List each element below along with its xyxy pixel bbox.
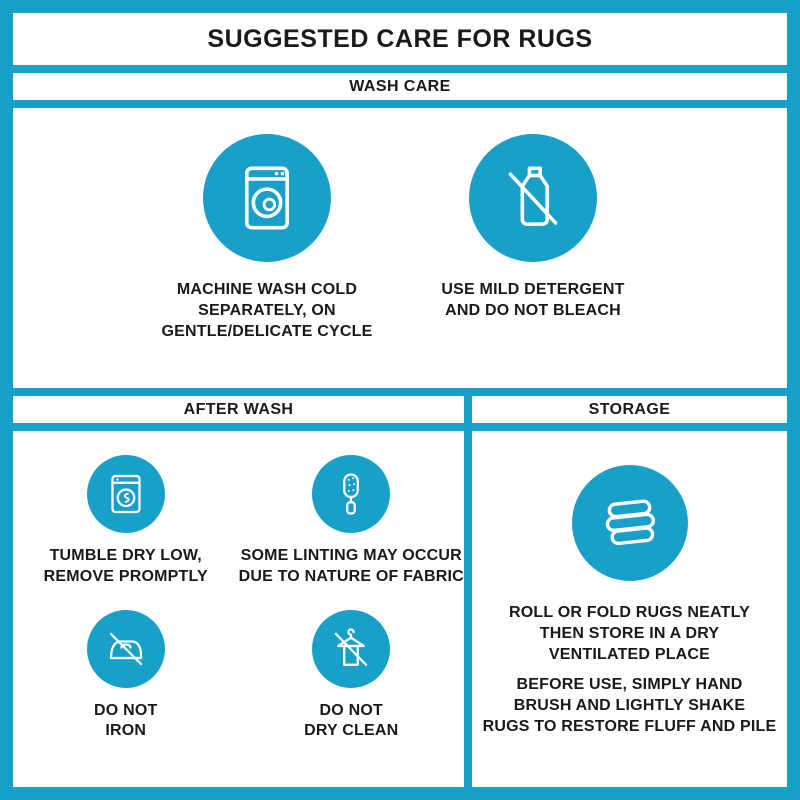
washing-machine-icon	[203, 134, 331, 262]
wash-care-header: WASH CARE	[13, 73, 787, 100]
no-dry-clean-icon	[312, 609, 391, 688]
storage-header: STORAGE	[472, 396, 787, 423]
title-bar: SUGGESTED CARE FOR RUGS	[13, 13, 787, 65]
no-bleach-detergent-icon	[469, 134, 597, 262]
tumble-dry-caption: TUMBLE DRY LOW, REMOVE PROMPTLY	[43, 547, 208, 585]
storage-section: ROLL OR FOLD RUGS NEATLY THEN STORE IN A…	[472, 431, 787, 787]
bottom-sections: AFTER WASH STORAGE	[13, 396, 787, 787]
linting-caption: SOME LINTING MAY OCCUR DUE TO NATURE OF …	[238, 547, 464, 585]
page-title: SUGGESTED CARE FOR RUGS	[207, 24, 593, 53]
machine-wash-caption: MACHINE WASH COLD SEPARATELY, ON GENTLE/…	[161, 281, 373, 340]
after-wash-section: TUMBLE DRY LOW, REMOVE PROMPTLY	[13, 431, 464, 787]
no-iron-icon	[86, 609, 165, 688]
machine-wash-item: MACHINE WASH COLD SEPARATELY, ON GENTLE/…	[141, 134, 393, 342]
wash-care-header-label: WASH CARE	[349, 77, 451, 95]
after-wash-header-label: AFTER WASH	[183, 400, 294, 418]
no-dry-clean-caption: DO NOT DRY CLEAN	[304, 701, 399, 740]
no-bleach-item: USE MILD DETERGENT AND DO NOT BLEACH	[407, 134, 659, 322]
no-bleach-caption: USE MILD DETERGENT AND DO NOT BLEACH	[441, 281, 625, 319]
after-wash-header: AFTER WASH	[13, 396, 464, 423]
tumble-dry-icon	[86, 455, 165, 533]
storage-caption-2: BEFORE USE, SIMPLY HAND BRUSH AND LIGHTL…	[482, 676, 777, 735]
wash-care-section: MACHINE WASH COLD SEPARATELY, ON GENTLE/…	[13, 108, 787, 388]
no-iron-caption: DO NOT IRON	[94, 701, 158, 740]
no-iron-item: DO NOT IRON	[13, 609, 239, 743]
storage-caption-1: ROLL OR FOLD RUGS NEATLY THEN STORE IN A…	[509, 604, 750, 663]
linting-item: SOME LINTING MAY OCCUR DUE TO NATURE OF …	[239, 455, 465, 588]
storage-header-label: STORAGE	[588, 400, 671, 418]
folded-rugs-icon	[571, 465, 688, 581]
no-dry-clean-item: DO NOT DRY CLEAN	[239, 609, 465, 743]
tumble-dry-item: TUMBLE DRY LOW, REMOVE PROMPTLY	[13, 455, 239, 588]
lint-roller-icon	[312, 455, 391, 533]
